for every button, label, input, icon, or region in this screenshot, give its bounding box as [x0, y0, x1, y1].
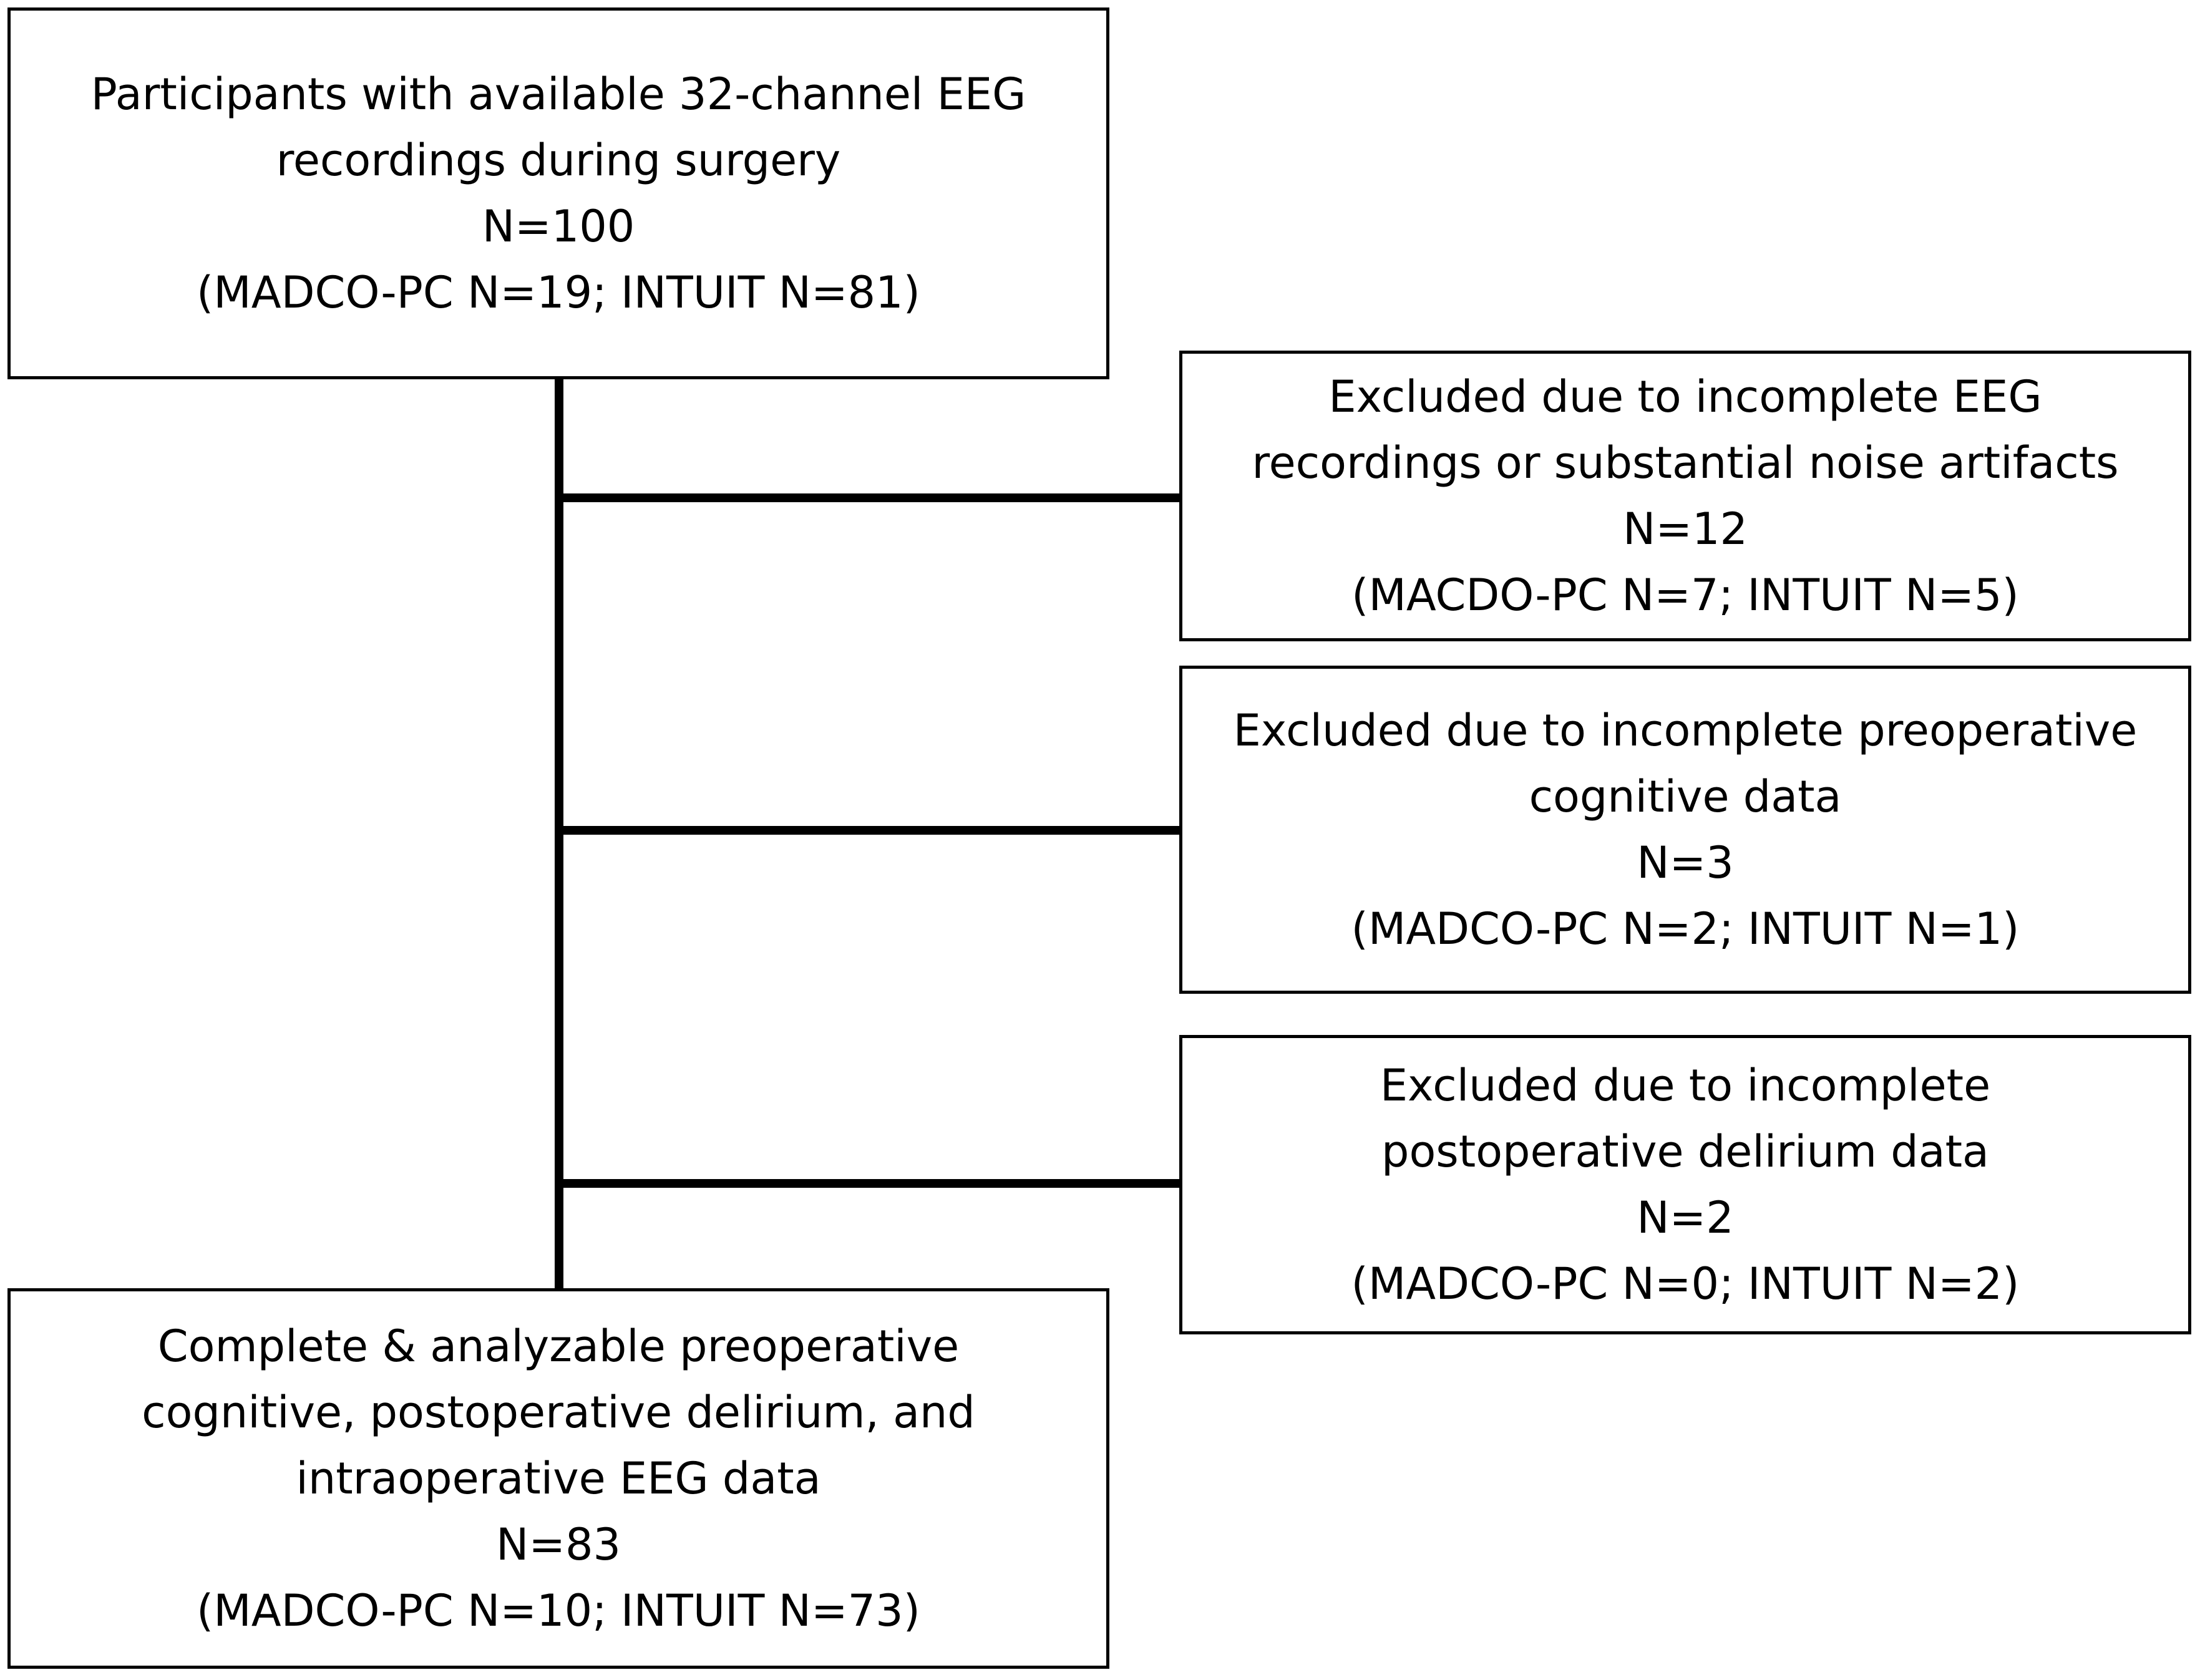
exclusion-branch-line-1 [555, 493, 1181, 502]
exclusion-eeg-breakdown: (MACDO-PC N=7; INTUIT N=5) [1351, 570, 2019, 621]
exclusion-cognitive-reason-line-1: Excluded due to incomplete preoperative [1233, 705, 2138, 756]
final-sample-description-line-2: cognitive, postoperative delirium, and [142, 1387, 975, 1438]
enrollment-count: N=100 [482, 201, 635, 252]
exclusion-branch-line-3 [555, 1179, 1181, 1188]
exclusion-branch-line-2 [555, 826, 1181, 835]
exclusion-cognitive-breakdown: (MADCO-PC N=2; INTUIT N=1) [1351, 903, 2020, 954]
final-sample-description-line-3: intraoperative EEG data [296, 1453, 821, 1504]
enrollment-box: Participants with available 32-channel E… [7, 7, 1109, 379]
exclusion-eeg-reason-line-2: recordings or substantial noise artifact… [1252, 437, 2119, 488]
exclusion-eeg-reason-line-1: Excluded due to incomplete EEG [1328, 371, 2042, 422]
exclusion-delirium-count: N=2 [1637, 1192, 1734, 1243]
final-sample-breakdown: (MADCO-PC N=10; INTUIT N=73) [197, 1585, 920, 1636]
final-sample-count: N=83 [495, 1519, 621, 1570]
exclusion-box-eeg: Excluded due to incomplete EEG recording… [1179, 351, 2191, 641]
exclusion-delirium-breakdown: (MADCO-PC N=0; INTUIT N=2) [1351, 1258, 2020, 1309]
exclusion-box-cognitive: Excluded due to incomplete preoperative … [1179, 666, 2191, 994]
final-sample-box: Complete & analyzable preoperative cogni… [7, 1288, 1109, 1669]
enrollment-description-line-2: recordings during surgery [276, 135, 841, 186]
enrollment-description-line-1: Participants with available 32-channel E… [90, 69, 1026, 120]
exclusion-delirium-reason-line-2: postoperative delirium data [1381, 1126, 1989, 1177]
exclusion-cognitive-reason-line-2: cognitive data [1529, 771, 1842, 822]
exclusion-box-delirium: Excluded due to incomplete postoperative… [1179, 1035, 2191, 1334]
enrollment-breakdown: (MADCO-PC N=19; INTUIT N=81) [197, 267, 920, 318]
exclusion-delirium-reason-line-1: Excluded due to incomplete [1380, 1060, 1991, 1111]
final-sample-description-line-1: Complete & analyzable preoperative [157, 1321, 960, 1372]
exclusion-eeg-count: N=12 [1622, 503, 1748, 555]
exclusion-cognitive-count: N=3 [1637, 837, 1734, 888]
